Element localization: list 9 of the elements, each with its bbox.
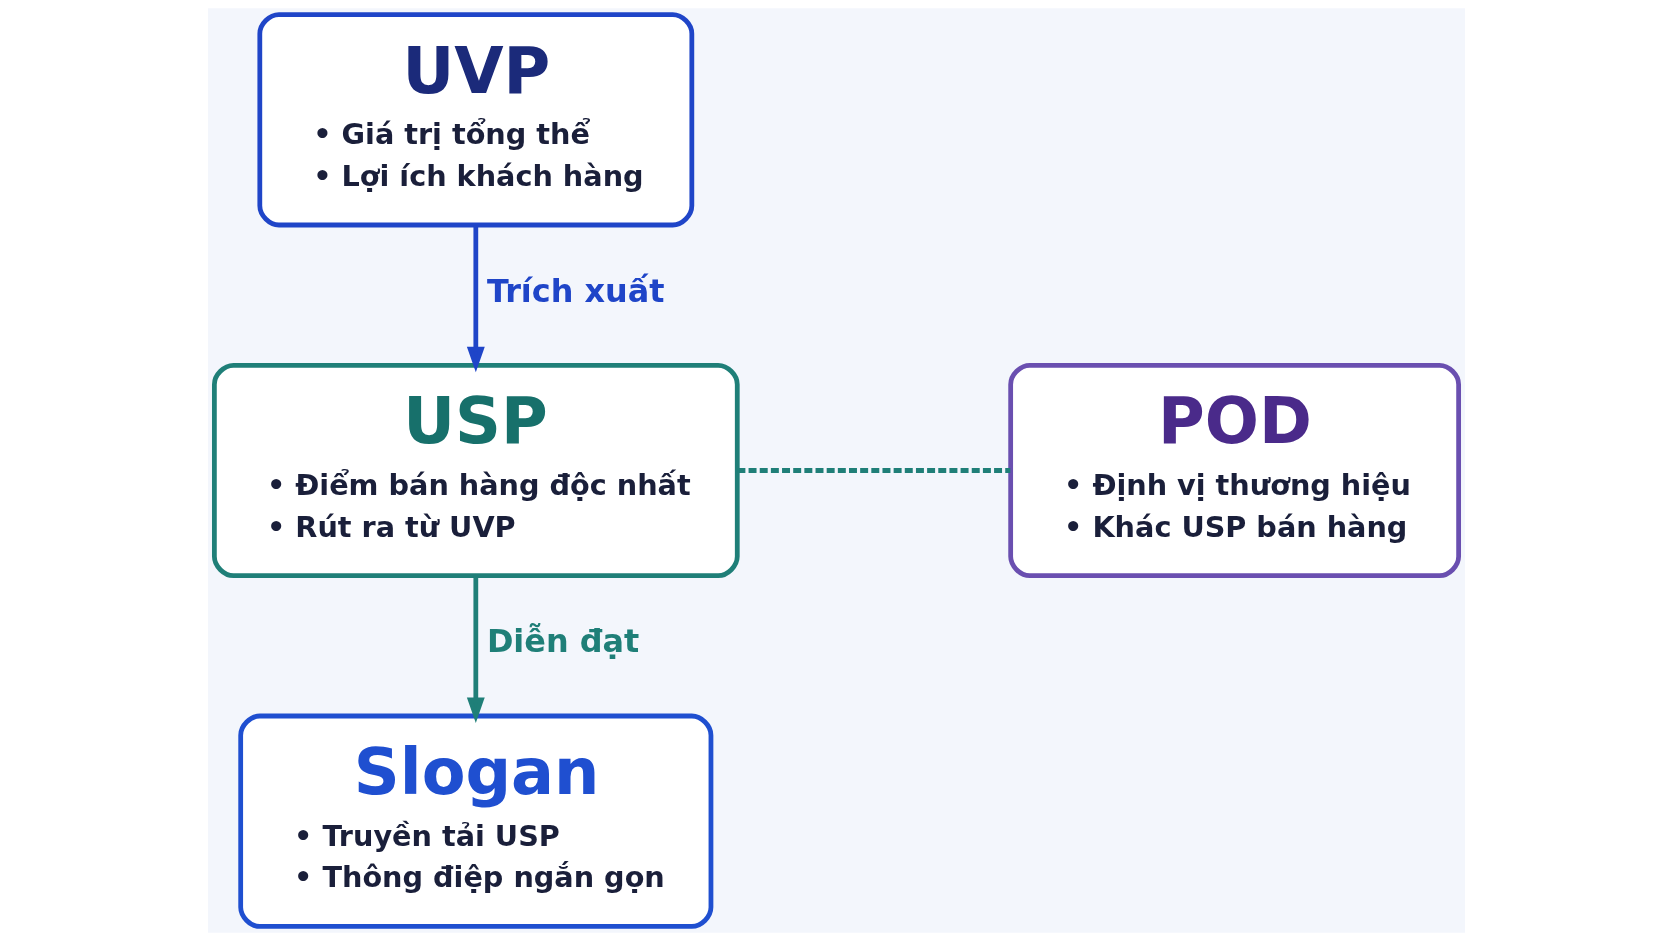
arrow	[466, 575, 485, 723]
edge-label: Diễn đạt	[486, 622, 639, 661]
node-box: POD • Định vị thương hiệu • Khác USP bán hàng	[1007, 362, 1461, 579]
arrow	[466, 225, 485, 373]
node-box: USP • Điểm bán hàng độc nhất • Rút ra từ UVP	[211, 362, 740, 579]
node-box: Slogan • Truyền tải USP • Thông điệp ngắn gọn	[237, 713, 713, 929]
node-box: UVP • Giá trị tổng thể • Lợi ích khách hàng	[256, 12, 694, 228]
edge-label: Trích xuất	[486, 271, 664, 310]
connector	[736, 468, 1010, 473]
